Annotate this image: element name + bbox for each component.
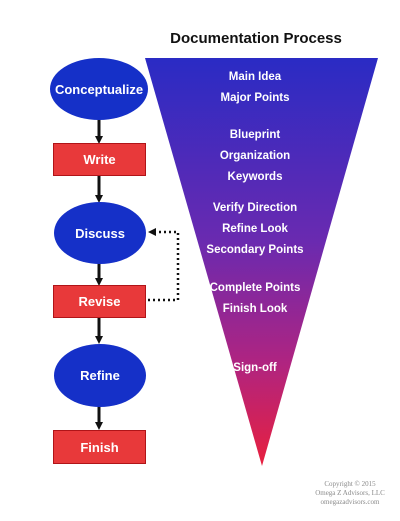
funnel-group-3: Verify Direction Refine Look Secondary P… [195,198,315,261]
funnel-item: Verify Direction [212,202,298,214]
funnel-item: Major Points [220,92,290,104]
funnel-item: Sign-off [233,362,277,374]
funnel-item: Secondary Points [206,244,304,256]
funnel-item: Keywords [227,171,283,183]
funnel-group-4: Complete Points Finish Look [195,278,315,320]
funnel-group-1: Main Idea Major Points [195,67,315,109]
step-finish-label: Finish [80,439,119,455]
copyright-website: omegazadvisors.com [320,498,380,506]
funnel-group-5: Sign-off [195,358,315,379]
funnel-shape [145,58,378,466]
step-revise: Revise [53,285,146,318]
funnel-item: Finish Look [222,303,288,315]
funnel-item: Main Idea [228,71,282,83]
step-conceptualize-label: Conceptualize [54,81,144,97]
funnel-group-2: Blueprint Organization Keywords [195,125,315,188]
funnel-item: Complete Points [209,282,301,294]
step-revise-label: Revise [78,294,121,309]
copyright-company: Omega Z Advisors, LLC [315,489,385,497]
step-refine-label: Refine [80,368,120,383]
step-refine: Refine [54,344,146,407]
feedback-loop-arrow [148,228,180,302]
funnel-item: Organization [219,150,291,162]
copyright-notice: Copyright © 2015 Omega Z Advisors, LLC o… [300,480,400,507]
step-write-label: Write [83,152,116,167]
copyright-line: Copyright © 2015 [324,480,376,488]
diagram-title: Documentation Process [170,30,342,47]
step-write: Write [53,143,146,176]
funnel-item: Refine Look [222,223,288,235]
step-conceptualize: Conceptualize [50,58,148,120]
step-discuss-label: Discuss [75,225,125,241]
step-finish: Finish [53,430,146,464]
funnel-item: Blueprint [229,129,281,141]
step-discuss: Discuss [54,202,146,264]
